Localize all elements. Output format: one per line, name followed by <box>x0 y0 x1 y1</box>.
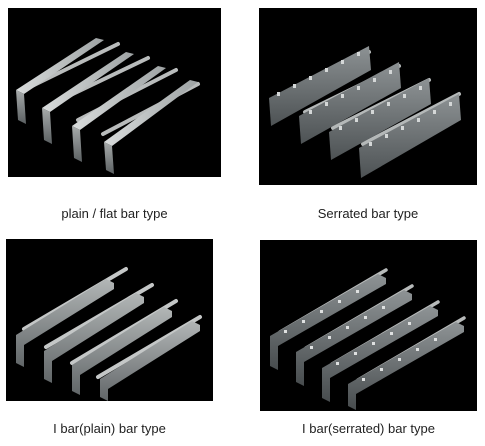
plain-flat-bar-graphic <box>16 38 200 174</box>
i-bar-serrated-graphic <box>270 268 466 410</box>
i-bar-plain-graphic <box>16 267 202 401</box>
serrated-bar-image <box>259 8 477 185</box>
serrated-bar-graphic <box>269 46 461 178</box>
i-bar-plain-caption: I bar(plain) bar type <box>53 421 166 436</box>
serrated-bar-caption: Serrated bar type <box>317 206 419 221</box>
i-bar-serrated-caption: I bar(serrated) bar type <box>302 421 435 436</box>
i-bar-serrated-image <box>260 240 477 411</box>
plain-flat-bar-caption: plain / flat bar type <box>61 206 168 221</box>
i-bar-plain-image <box>6 239 213 401</box>
plain-flat-bar-image <box>8 8 221 177</box>
